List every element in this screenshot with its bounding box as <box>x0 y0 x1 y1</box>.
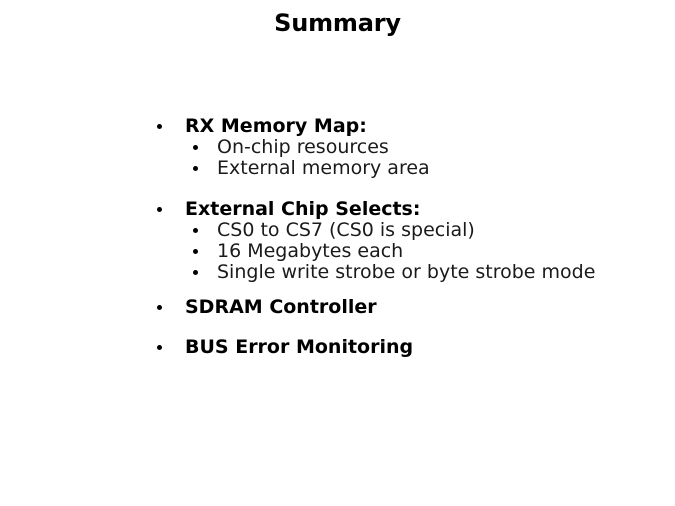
bullet-item: Single write strobe or byte strobe mode <box>217 261 596 283</box>
bullet-item: On-chip resources <box>217 136 389 158</box>
bullet-heading-row: External Chip Selects: <box>156 199 636 220</box>
bullet-item-row: Single write strobe or byte strobe mode <box>156 262 636 283</box>
bullet-icon <box>193 145 198 150</box>
bullet-icon <box>193 228 198 233</box>
bullet-heading: BUS Error Monitoring <box>185 336 414 358</box>
bullet-group-rx-memory-map: RX Memory Map: On-chip resources Externa… <box>156 116 636 179</box>
bullet-heading: External Chip Selects: <box>185 198 421 220</box>
slide-title: Summary <box>274 9 401 37</box>
bullet-item-row: On-chip resources <box>156 137 636 158</box>
bullet-group-bus-error-monitoring: BUS Error Monitoring <box>156 337 636 358</box>
bullet-item-row: External memory area <box>156 158 636 179</box>
bullet-item: External memory area <box>217 157 430 179</box>
bullet-icon <box>157 345 162 350</box>
bullet-heading: RX Memory Map: <box>185 115 367 137</box>
bullet-heading: SDRAM Controller <box>185 296 377 318</box>
bullet-heading-row: RX Memory Map: <box>156 116 636 137</box>
bullet-group-external-chip-selects: External Chip Selects: CS0 to CS7 (CS0 i… <box>156 199 636 283</box>
bullet-icon <box>157 207 162 212</box>
bullet-item-row: 16 Megabytes each <box>156 241 636 262</box>
bullet-icon <box>157 305 162 310</box>
bullet-group-sdram-controller: SDRAM Controller <box>156 297 636 318</box>
bullet-icon <box>193 249 198 254</box>
bullet-icon <box>193 270 198 275</box>
bullet-icon <box>157 124 162 129</box>
bullet-item: CS0 to CS7 (CS0 is special) <box>217 219 475 241</box>
bullet-list: RX Memory Map: On-chip resources Externa… <box>156 116 636 358</box>
bullet-item-row: CS0 to CS7 (CS0 is special) <box>156 220 636 241</box>
bullet-heading-row: SDRAM Controller <box>156 297 636 318</box>
bullet-heading-row: BUS Error Monitoring <box>156 337 636 358</box>
bullet-item: 16 Megabytes each <box>217 240 404 262</box>
bullet-icon <box>193 166 198 171</box>
